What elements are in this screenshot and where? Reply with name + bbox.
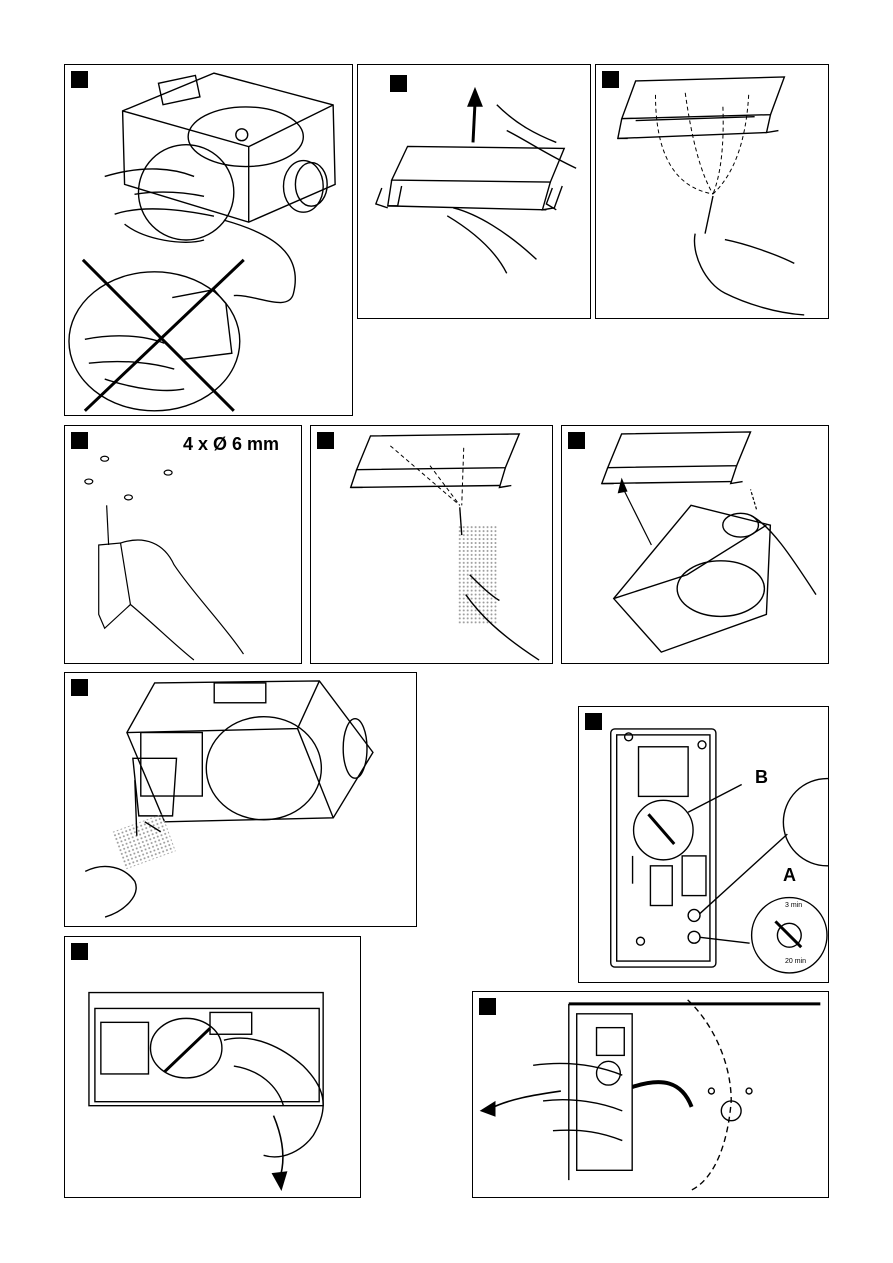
step-panel-10 [472,991,829,1198]
step-illustration-5 [311,426,552,663]
step-illustration-8 [579,707,828,982]
step-panel-4: 4 x Ø 6 mm [64,425,302,664]
step-illustration-10 [473,992,828,1197]
step-illustration-6 [562,426,828,663]
step-panel-2 [357,64,591,319]
step-panel-8: B A 3 min 20 min [578,706,829,983]
step-illustration-7 [65,673,416,926]
step-illustration-4 [65,426,301,663]
step-panel-5 [310,425,553,664]
step-illustration-3 [596,65,828,318]
step-illustration-9 [65,937,360,1197]
step-illustration-1 [65,65,352,415]
step-panel-6 [561,425,829,664]
step-panel-1 [64,64,353,416]
step-illustration-2 [358,65,590,318]
step-panel-3 [595,64,829,319]
step-panel-7 [64,672,417,927]
step-panel-9 [64,936,361,1198]
